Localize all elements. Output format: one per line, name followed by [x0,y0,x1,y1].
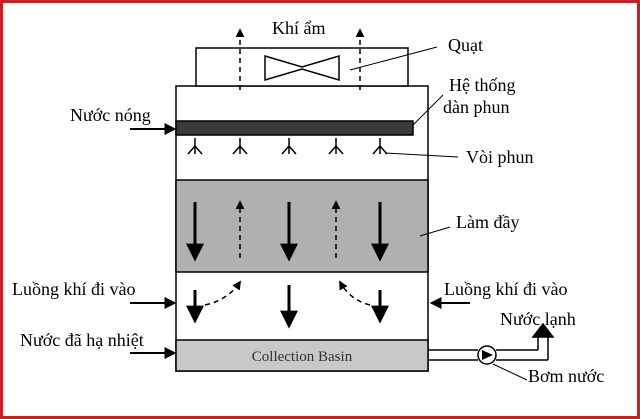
collection-basin [175,339,429,372]
nozzle-leader [384,152,459,158]
spray-system-label-line1: Hệ thống [449,75,516,95]
spray-leader [412,94,444,126]
fill-media [175,179,429,273]
air-curve-arrow [339,280,371,306]
pump-leader [492,363,528,381]
pump-icon [477,345,497,365]
fill-leader [419,226,451,237]
fan-leader [349,46,438,71]
hot-water-label: Nước nóng [70,105,151,125]
fill-label: Làm đầy [456,212,519,232]
spray-system-label-line2: dàn phun [443,97,510,117]
cooled-water-label: Nước đã hạ nhiệt [20,330,144,350]
moist-air-label: Khí ẩm [272,18,326,38]
nozzle [372,138,388,155]
nozzle [281,138,297,155]
nozzle [232,138,248,155]
spray-nozzles [187,138,388,155]
air-inlet-left-label: Luồng khí đi vào [12,279,136,299]
outlet-pipe [428,322,555,361]
basin-label: Collection Basin [252,349,353,365]
nozzle [187,138,203,155]
nozzle [328,138,344,155]
air-curve-arrow [204,280,241,306]
fan-icon [264,54,340,82]
air-inlet-right-label: Luồng khí đi vào [444,279,568,299]
pump-label: Bơm nước [528,366,604,386]
nozzle-label: Vòi phun [466,147,534,167]
fan-label: Quạt [448,35,483,55]
spray-pipe [175,120,414,136]
cold-water-label: Nước lạnh [500,309,576,329]
